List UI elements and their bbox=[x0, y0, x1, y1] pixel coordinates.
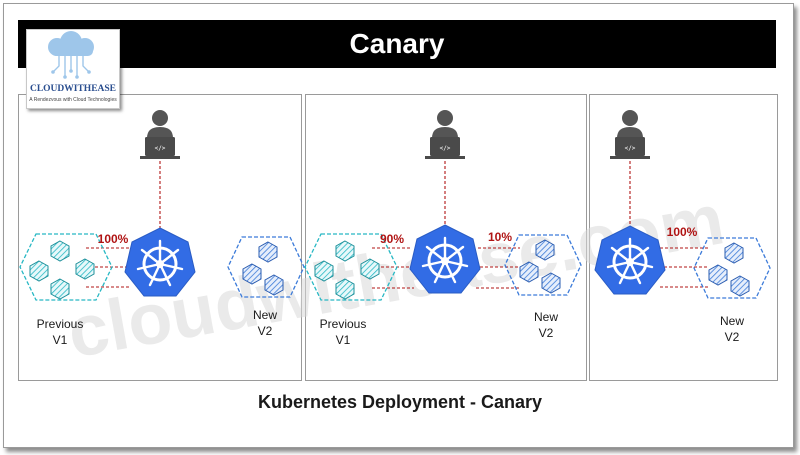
user-laptop-icon bbox=[610, 110, 650, 159]
label-new: New bbox=[534, 310, 558, 324]
traffic-percent-v2: 100% bbox=[667, 225, 698, 239]
traffic-links-v1 bbox=[86, 247, 130, 288]
label-v2: V2 bbox=[258, 324, 273, 338]
user-laptop-icon bbox=[140, 110, 180, 159]
label-v1: V1 bbox=[336, 333, 351, 347]
panel-2-diagram: 90% 10% Previous V1 New V2 bbox=[304, 110, 582, 347]
traffic-links-v2 bbox=[660, 247, 710, 288]
label-v2: V2 bbox=[539, 326, 554, 340]
traffic-percent-v1: 100% bbox=[98, 232, 129, 246]
traffic-percent-v1: 90% bbox=[380, 232, 404, 246]
label-previous: Previous bbox=[37, 317, 84, 331]
diagram-caption: Kubernetes Deployment - Canary bbox=[257, 392, 543, 412]
label-v1: V1 bbox=[53, 333, 68, 347]
cloud-circuit-icon bbox=[48, 31, 94, 79]
label-previous: Previous bbox=[320, 317, 367, 331]
kubernetes-icon bbox=[123, 226, 197, 298]
traffic-links-v1 bbox=[372, 247, 414, 289]
logo-name: CLOUDWITHEASE bbox=[29, 84, 117, 94]
cloudwithease-logo: CLOUDWITHEASE A Rendezvous with Cloud Te… bbox=[26, 29, 120, 109]
traffic-percent-v2: 10% bbox=[488, 230, 512, 244]
traffic-links-v2 bbox=[476, 247, 520, 289]
page-title: Canary bbox=[349, 28, 445, 59]
panel-3-diagram: 100% New V2 bbox=[593, 110, 771, 344]
label-v2: V2 bbox=[725, 330, 740, 344]
user-laptop-icon bbox=[425, 110, 465, 159]
title-banner: Canary bbox=[18, 20, 776, 68]
panel-1-diagram: 100% Previous V1 New V2 bbox=[19, 110, 305, 347]
label-new: New bbox=[253, 308, 277, 322]
label-new: New bbox=[720, 314, 744, 328]
logo-tagline: A Rendezvous with Cloud Technologies bbox=[29, 97, 117, 103]
